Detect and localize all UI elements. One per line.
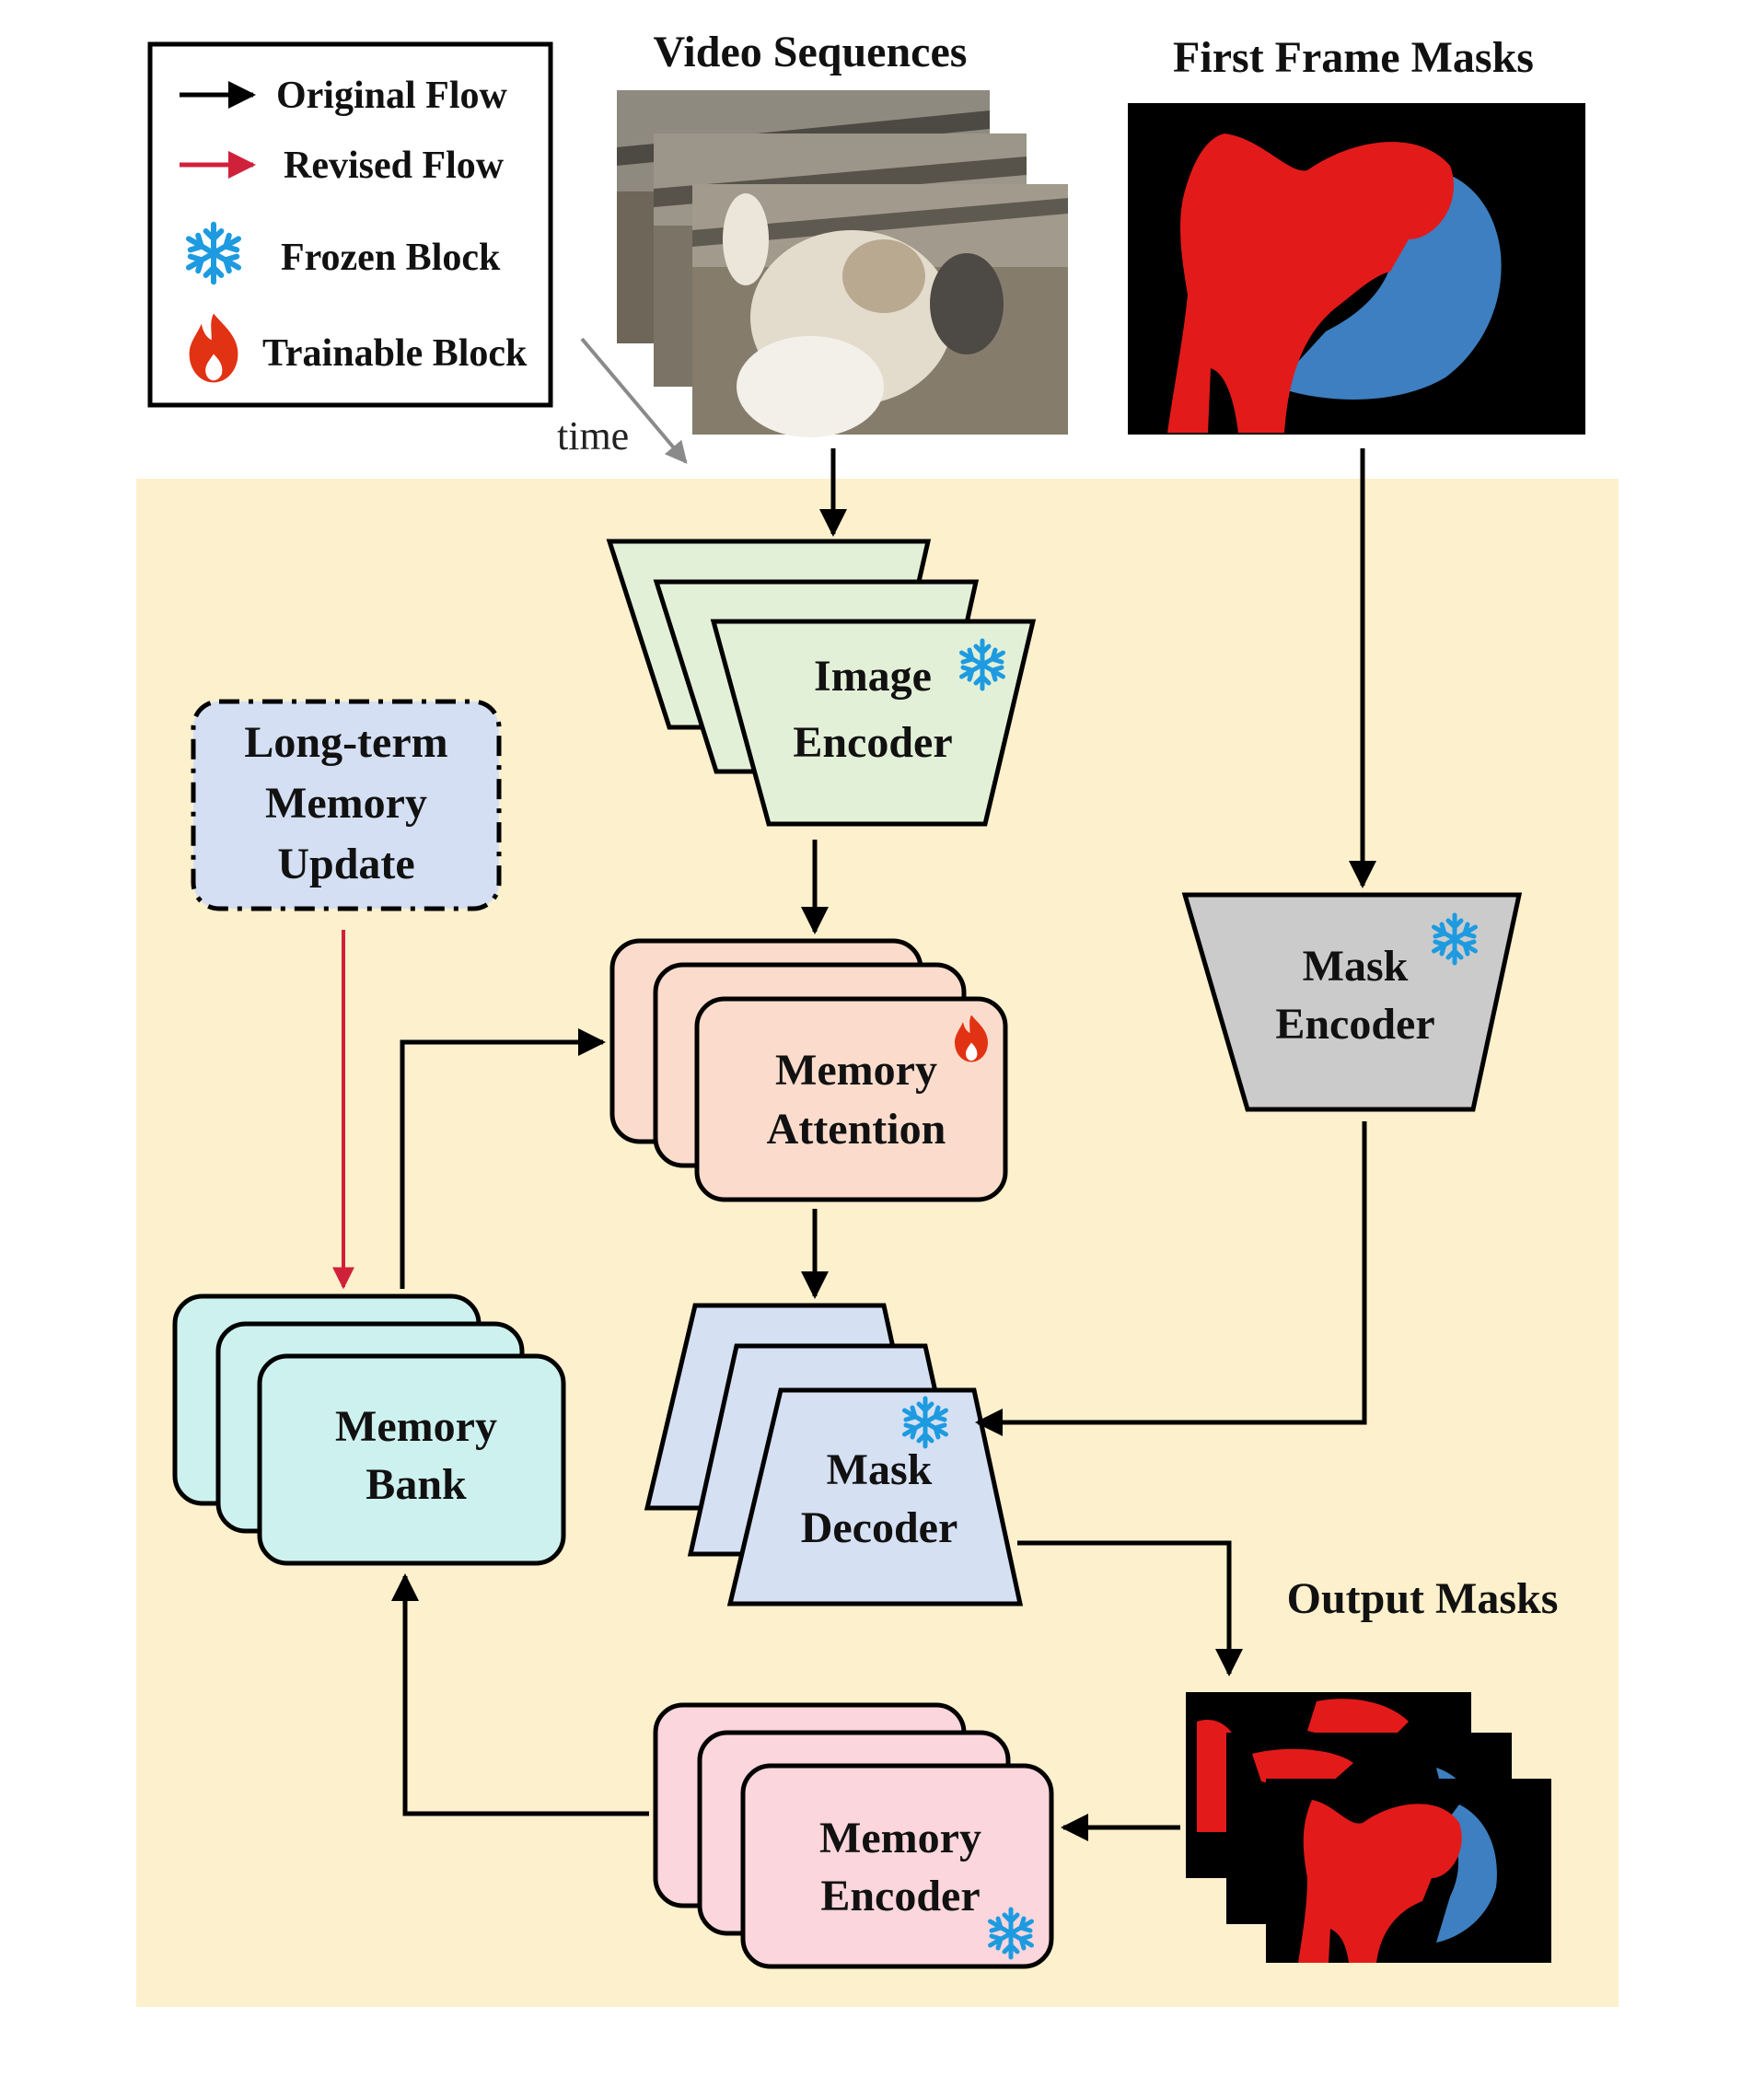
image-encoder-label-line1: Image	[814, 652, 932, 701]
first-frame-mask-image	[1128, 103, 1585, 435]
memory-bank-label-line1: Memory	[335, 1402, 497, 1451]
mask-encoder-label-line2: Encoder	[1275, 1000, 1434, 1049]
memory-encoder-stack: Memory Encoder	[653, 1702, 1054, 1969]
arrow-memory-encoder-to-memory-bank	[391, 1573, 649, 1816]
arrow-mask-encoder-to-mask-decoder	[975, 1121, 1367, 1436]
memory-encoder-label-line2: Encoder	[820, 1872, 980, 1920]
first-frame-masks-title: First Frame Masks	[1173, 33, 1534, 82]
image-encoder-label-line2: Encoder	[793, 718, 952, 767]
memory-bank-label-line2: Bank	[366, 1460, 467, 1509]
memory-attention-block	[694, 996, 1008, 1202]
original-flow-connectors	[391, 448, 1376, 1841]
output-masks-title: Output Masks	[1287, 1574, 1559, 1623]
memory-bank-stack: Memory Bank	[172, 1293, 566, 1566]
mask-encoder-label-line1: Mask	[1303, 942, 1409, 991]
video-frame-front	[692, 184, 1068, 437]
video-frames	[617, 90, 1068, 437]
output-mask-front	[1266, 1779, 1551, 1963]
memory-encoder-block	[740, 1763, 1054, 1969]
memory-bank-block	[257, 1353, 566, 1566]
legend-revised-flow-label: Revised Flow	[284, 145, 505, 187]
video-sequences-title: Video Sequences	[654, 28, 968, 76]
image-encoder-stack: Image Encoder	[606, 539, 1037, 827]
mask-decoder-label-line1: Mask	[827, 1445, 933, 1494]
memory-attention-label-line2: Attention	[767, 1105, 946, 1154]
memory-encoder-label-line1: Memory	[819, 1814, 981, 1862]
mask-decoder-block	[726, 1387, 1024, 1607]
legend-frozen-block-label: Frozen Block	[281, 237, 501, 279]
legend: Original Flow Revised Flow Frozen Block …	[147, 41, 553, 408]
memory-attention-label-line1: Memory	[775, 1046, 937, 1095]
mask-decoder-label-line2: Decoder	[801, 1503, 958, 1552]
output-mask-images	[1186, 1692, 1551, 1963]
arrow-mask-decoder-to-output-masks	[1017, 1540, 1243, 1676]
legend-trainable-block-label: Trainable Block	[262, 332, 528, 375]
long-term-memory-label-line2: Memory	[265, 779, 427, 828]
long-term-memory-label-line3: Update	[277, 840, 414, 888]
memory-attention-stack: Memory Attention	[609, 938, 1008, 1202]
legend-original-flow-label: Original Flow	[276, 75, 508, 117]
image-encoder-block	[710, 619, 1037, 827]
time-arrow	[580, 337, 688, 464]
mask-decoder-stack: Mask Decoder	[644, 1303, 1024, 1607]
long-term-memory-label-line1: Long-term	[244, 718, 447, 767]
mask-encoder: Mask Encoder	[1181, 892, 1523, 1112]
long-term-memory-update: Long-term Memory Update	[191, 699, 502, 911]
time-label: time	[557, 413, 629, 458]
arrow-memory-bank-to-memory-attention	[400, 1028, 606, 1289]
long-term-memory-box	[191, 699, 502, 911]
